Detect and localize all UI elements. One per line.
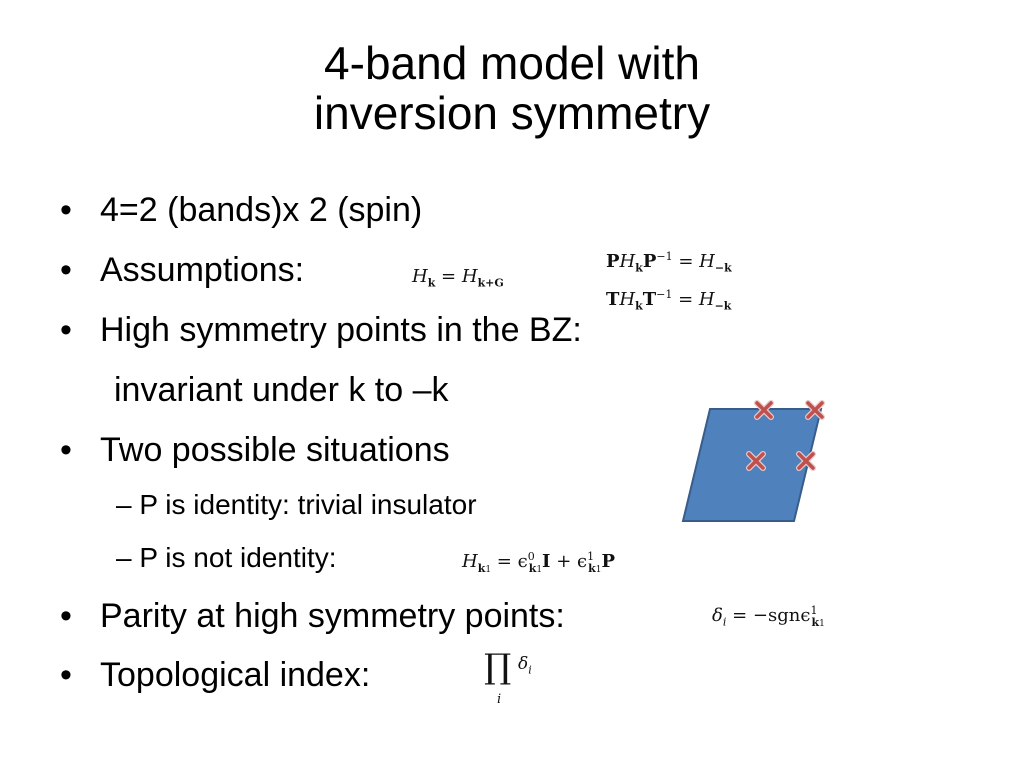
bullet-parity: • Parity at high symmetry points: bbox=[60, 596, 565, 636]
bullet-topological-index: • Topological index: bbox=[60, 655, 371, 695]
bullet-dot: • bbox=[60, 251, 72, 289]
bullet-text: Assumptions: bbox=[100, 251, 305, 289]
slide-title: 4-band model with inversion symmetry bbox=[0, 38, 1024, 138]
bullet-bands-spin: • 4=2 (bands)x 2 (spin) bbox=[60, 190, 423, 230]
equation-topological-index: ∏ δi i bbox=[484, 647, 532, 707]
x-mark-icon bbox=[746, 451, 766, 471]
slide-title-line-2: inversion symmetry bbox=[313, 87, 711, 139]
equation-time-reversal-symmetry: THkT−1 = H−k bbox=[606, 288, 732, 313]
bullet-dot: • bbox=[60, 656, 72, 694]
product-symbol: ∏ bbox=[484, 647, 512, 687]
bullet-dot: • bbox=[60, 597, 72, 635]
brillouin-zone-figure bbox=[681, 400, 825, 522]
bullet-text: Two possible situations bbox=[100, 431, 450, 469]
sub-bullet-trivial-insulator: – P is identity: trivial insulator bbox=[116, 489, 477, 520]
product-term: δi bbox=[518, 654, 532, 677]
x-mark-icon bbox=[805, 400, 825, 420]
equation-hamiltonian-k1: Hk1 = ϵ0k1I + ϵ1k1P bbox=[462, 550, 615, 575]
equation-parity: δi = −sgnϵ1k1 bbox=[712, 604, 825, 629]
slide-title-line-1: 4-band model with bbox=[324, 37, 700, 89]
equation-inversion-symmetry: PHkP−1 = H−k bbox=[606, 250, 732, 275]
bullet-text: Topological index: bbox=[100, 656, 371, 694]
bullet-continuation-invariant: invariant under k to –k bbox=[114, 371, 449, 409]
bullet-high-symmetry-points: • High symmetry points in the BZ: bbox=[60, 310, 582, 350]
x-mark-icon bbox=[754, 400, 774, 420]
sub-bullet-not-identity: – P is not identity: bbox=[116, 542, 337, 573]
bullet-text: High symmetry points in the BZ: bbox=[100, 311, 582, 349]
bullet-two-situations: • Two possible situations bbox=[60, 430, 450, 470]
bullet-dot: • bbox=[60, 311, 72, 349]
x-mark-icon bbox=[796, 451, 816, 471]
bullet-dot: • bbox=[60, 191, 72, 229]
bullet-assumptions: • Assumptions: bbox=[60, 250, 305, 290]
bullet-dot: • bbox=[60, 431, 72, 469]
high-symmetry-point-markers bbox=[746, 400, 825, 471]
equation-periodicity: Hk = Hk+G bbox=[412, 266, 504, 290]
product-index: i bbox=[497, 692, 502, 707]
bullet-text: Parity at high symmetry points: bbox=[100, 597, 565, 635]
bullet-text: 4=2 (bands)x 2 (spin) bbox=[100, 191, 423, 229]
